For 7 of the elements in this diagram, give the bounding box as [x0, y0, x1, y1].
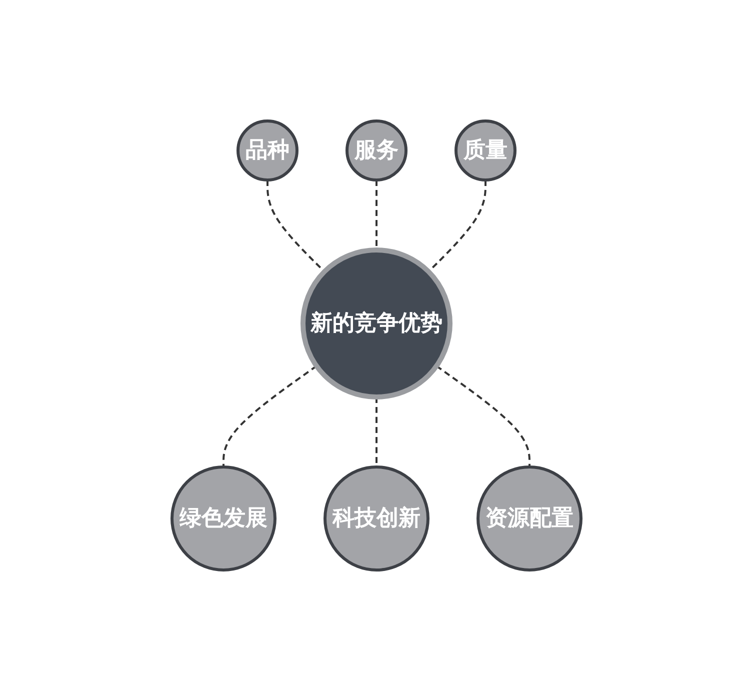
node-circle: 品种: [236, 120, 298, 182]
node-circle: 新的竞争优势: [300, 248, 452, 400]
node-circle: 绿色发展: [170, 466, 276, 572]
node-circle: 质量: [454, 120, 516, 182]
node-circle: 资源配置: [476, 466, 582, 572]
connector: [435, 365, 530, 467]
connector: [222, 365, 317, 467]
